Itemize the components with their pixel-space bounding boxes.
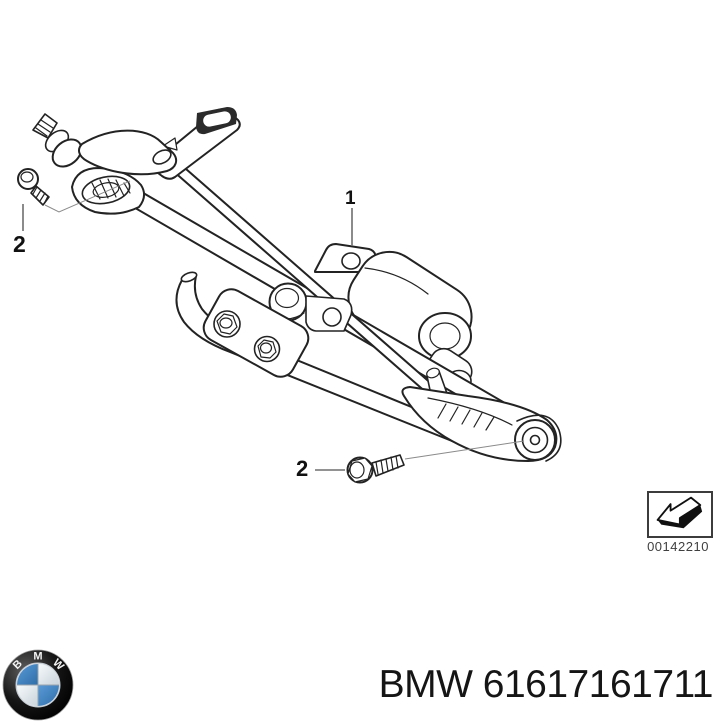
part-number-text: BMW 61617161711 — [378, 663, 714, 706]
diagram-ref-box — [647, 491, 713, 538]
pivot-shaft-and-crank — [32, 107, 241, 180]
callout-label-1: 1 — [345, 188, 356, 209]
mounting-bolt-bottom — [346, 454, 405, 484]
rubber-bushing — [514, 419, 556, 461]
hatching — [437, 403, 495, 431]
right-pivot-bracket — [401, 367, 562, 462]
callout-label-2-bottom: 2 — [296, 456, 309, 481]
diagram-ref-number: 00142210 — [647, 539, 709, 554]
callout-label-2-top: 2 — [13, 231, 26, 257]
callout-leader-lines — [22, 180, 525, 471]
logo-letter-m: M — [33, 651, 42, 663]
mounting-bolt-top — [17, 168, 50, 206]
fold-arrow-icon — [656, 496, 703, 529]
center-clamp-bracket — [202, 282, 353, 378]
logo-quadrant-blue — [17, 664, 38, 685]
bmw-logo: B M W — [2, 649, 74, 721]
